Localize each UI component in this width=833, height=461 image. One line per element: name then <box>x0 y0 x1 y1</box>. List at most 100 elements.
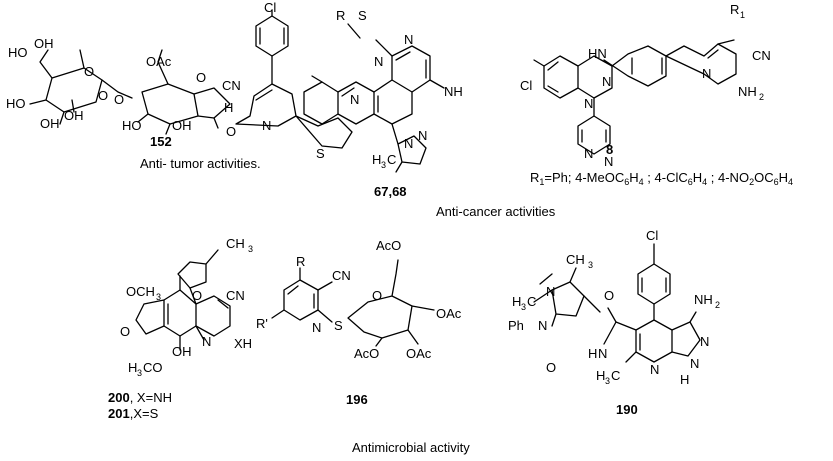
compound-152-structure <box>29 9 353 149</box>
c67-atom-r: R <box>336 8 345 23</box>
c200-atom-h3co-h: H <box>128 360 137 375</box>
c196-atom-oac2: OAc <box>406 346 432 361</box>
c190-atom-o1: O <box>546 360 556 375</box>
c196-atom-rp: R' <box>256 316 268 331</box>
c200-atom-o1: O <box>192 288 202 303</box>
c152-atom-h: H <box>224 100 233 115</box>
caption-anti-tumor: Anti- tumor activities. <box>140 156 261 171</box>
c190-atom-n5: N <box>690 356 699 371</box>
c8-atom-r-sub: 1 <box>740 10 745 20</box>
c201-label-line: 201,X=S <box>108 406 159 421</box>
c200-atom-xh: XH <box>234 336 252 351</box>
c67-atom-n4: N <box>418 128 427 143</box>
c190-atom-ph: Ph <box>508 318 524 333</box>
c152-atom-oh3: OH <box>64 108 84 123</box>
c190-atom-ch3-sub: 3 <box>588 260 593 270</box>
c67-atom-n3: N <box>350 92 359 107</box>
compound-196-structure <box>271 259 435 347</box>
c67-atom-c: C <box>387 152 396 167</box>
c190-atom-h: H <box>588 346 597 361</box>
c190-atom-h3c2-c: C <box>611 368 620 383</box>
c152-atom-ho1: HO <box>8 45 28 60</box>
c200-atom-oh: OH <box>172 344 192 359</box>
c67-atom-s: S <box>358 8 367 23</box>
c67-atom-n5: N <box>404 136 413 151</box>
c196-atom-cn: CN <box>332 268 351 283</box>
c152-atom-oh4: OH <box>172 118 192 133</box>
c190-atom-h3c1-c: C <box>527 294 536 309</box>
c8-atom-cn: CN <box>752 48 771 63</box>
c8-atom-n4: N <box>604 154 613 169</box>
c200-label-line: 200, X=NH <box>108 390 172 405</box>
c196-atom-aco1: AcO <box>376 238 401 253</box>
c67-label: 67,68 <box>374 184 407 199</box>
c190-atom-nh2-sub: 2 <box>715 300 720 310</box>
c8-atom-r: R <box>730 2 739 17</box>
c152-atom-o2: O <box>114 92 124 107</box>
c152-atom-cl: Cl <box>264 0 276 15</box>
c190-atom-h3c1-sub: 3 <box>521 302 526 312</box>
c8-atom-cl: Cl <box>520 78 532 93</box>
c200-atom-h3co-co: CO <box>143 360 163 375</box>
c152-atom-ho2: HO <box>6 96 26 111</box>
c152-atom-oac: OAc <box>146 54 172 69</box>
c190-atom-n2: N <box>538 318 547 333</box>
c190-atom-h3c2-sub: 3 <box>605 376 610 386</box>
c190-label: 190 <box>616 402 638 417</box>
c8-atom-n3: N <box>702 66 711 81</box>
c190-atom-cl: Cl <box>646 228 658 243</box>
c152-atom-o5: O <box>98 88 108 103</box>
c190-atom-o2: O <box>604 288 614 303</box>
caption-antimicrobial: Antimicrobial activity <box>352 440 470 455</box>
c190-atom-n1: N <box>546 284 555 299</box>
compound-67-68-structure <box>303 23 445 173</box>
c196-atom-o: O <box>372 288 382 303</box>
c196-atom-n: N <box>312 320 321 335</box>
c8-atom-nh2-sub: 2 <box>759 92 764 102</box>
c67-atom-n1: N <box>374 54 383 69</box>
c152-atom-s: S <box>316 146 325 161</box>
c196-atom-oac1: OAc <box>436 306 462 321</box>
compound-190-structure <box>533 243 701 363</box>
c8-atom-n5: N <box>584 146 593 161</box>
c200-atom-n: N <box>202 334 211 349</box>
c152-label: 152 <box>150 134 172 149</box>
c190-atom-h2: H <box>680 372 689 387</box>
c200-atom-cn: CN <box>226 288 245 303</box>
c190-atom-nh2: NH <box>694 292 713 307</box>
c67-atom-nh2: NH <box>444 84 463 99</box>
c152-atom-o4: O <box>226 124 236 139</box>
c200-atom-och3: OCH <box>126 284 155 299</box>
c8-atom-nh2: NH <box>738 84 757 99</box>
c200-atom-o2: O <box>120 324 130 339</box>
c190-atom-n6: N <box>650 362 659 377</box>
c196-atom-aco2: AcO <box>354 346 379 361</box>
c8-atom-n1: N <box>602 74 611 89</box>
c190-atom-n3: N <box>598 346 607 361</box>
c200-atom-ch3: CH <box>226 236 245 251</box>
c152-atom-o1: O <box>84 64 94 79</box>
c8-label: 8 <box>606 142 613 157</box>
compound-200-201-structure <box>135 249 231 351</box>
c152-atom-cn: CN <box>222 78 241 93</box>
c152-atom-oh1: OH <box>34 36 54 51</box>
c67-atom-h: H <box>372 152 381 167</box>
c152-atom-o3: O <box>196 70 206 85</box>
c8-atom-n2: N <box>584 96 593 111</box>
c67-atom-h-sub: 3 <box>381 160 386 170</box>
c190-atom-ch3: CH <box>566 252 585 267</box>
c152-atom-ho3: HO <box>122 118 142 133</box>
c200-atom-ch3-sub: 3 <box>248 244 253 254</box>
c152-atom-n: N <box>262 118 271 133</box>
c190-atom-h3c2-h: H <box>596 368 605 383</box>
c196-atom-r: R <box>296 254 305 269</box>
c190-atom-h3c1-h: H <box>512 294 521 309</box>
c152-atom-oh2: OH <box>40 116 60 131</box>
c196-label: 196 <box>346 392 368 407</box>
caption-anti-cancer: Anti-cancer activities <box>436 204 556 219</box>
c190-atom-n4: N <box>700 334 709 349</box>
c200-atom-h3co-sub: 3 <box>137 368 142 378</box>
compound-8-structure <box>533 39 737 155</box>
c8-r1-definition: R1=Ph; 4-MeOC6H4 ; 4-ClC6H4 ; 4-NO2OC6H4 <box>530 170 793 187</box>
